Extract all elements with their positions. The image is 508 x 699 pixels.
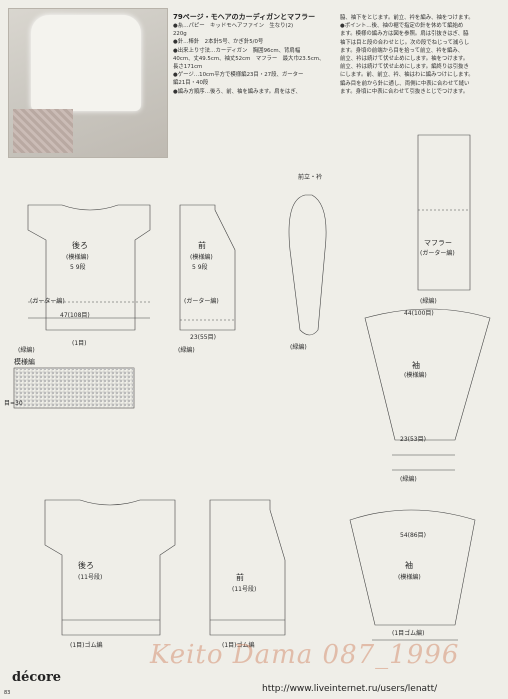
text-line: 220g bbox=[173, 31, 187, 38]
scarf-outline bbox=[417, 134, 471, 291]
text-line: ●ポイント…後、袖の裾で指定の針を休めて編始め bbox=[340, 23, 464, 30]
sleeve-pattern: (模様編) bbox=[404, 372, 427, 379]
bottom-front-title: 前 bbox=[236, 573, 244, 582]
points-text: 脇、袖下をとじます。前立、衿を編み、袖をつけます。 ●ポイント…後、袖の裾で指定の… bbox=[340, 14, 502, 96]
sleeve-top-width: 44(100目) bbox=[404, 310, 434, 317]
front-garter: (ガーター編) bbox=[184, 298, 219, 305]
text-line: 前立、衿は続けて伏せ止めにします。編終りは引抜き bbox=[340, 64, 469, 71]
back-garter: (ガーター編) bbox=[30, 298, 65, 305]
text-line: 袖下は目と段の合わせとじ。次の段でねじって減らし bbox=[340, 39, 470, 46]
back-bottom: (1目) bbox=[72, 340, 87, 347]
text-line: にします。前、前立、衿、袖はわに編みつけにします。 bbox=[340, 72, 474, 79]
cardigan-image bbox=[31, 15, 141, 111]
bottom-sleeve-pattern: (模様編) bbox=[398, 574, 421, 581]
scarf-border: (緑編) bbox=[420, 298, 437, 305]
page-number: 83 bbox=[4, 690, 11, 696]
front-border: (緑編) bbox=[178, 347, 195, 354]
text-line: ●編み方順序…後ろ、前、袖を編みます。肩をはぎ、 bbox=[173, 88, 301, 95]
back-outline bbox=[27, 204, 151, 331]
brand-logo: décore bbox=[12, 670, 62, 685]
instructions-right: 脇、袖下をとじます。前立、衿を編み、袖をつけます。 ●ポイント…後、袖の裾で指定の… bbox=[340, 14, 502, 96]
sweater-photo bbox=[8, 8, 168, 158]
scarf-garter: (ガーター編) bbox=[420, 250, 455, 257]
sleeve-outline bbox=[364, 308, 491, 441]
text-line: ます。身頃の前端から目を拾って前立、衿を編み、 bbox=[340, 47, 464, 54]
bottom-sleeve-outline bbox=[349, 509, 476, 626]
text-line: 前立、衿は続けて伏せ止めにします。袖をつけます。 bbox=[340, 56, 469, 63]
text-line: 編21目・40段 bbox=[173, 80, 209, 87]
text-line: ます。身頃に中表に合わせて引抜きとじでつけます。 bbox=[340, 88, 469, 95]
bottom-sleeve-width: 54(86目) bbox=[400, 532, 426, 539]
bottom-sleeve-title: 袖 bbox=[405, 561, 413, 570]
scarf-title: マフラー bbox=[424, 239, 452, 247]
sleeve-cuff: 23(53目) bbox=[400, 436, 426, 443]
front-band-outline bbox=[288, 194, 327, 336]
instructions-left: 79ページ・モヘアのカーディガンとマフラー ●糸…パピー キッドモヘアファイン … bbox=[173, 12, 343, 96]
front-outline bbox=[179, 204, 236, 331]
sleeve-title: 袖 bbox=[412, 361, 420, 370]
bottom-back-title: 後ろ bbox=[78, 561, 94, 570]
materials-text: ●糸…パピー キッドモヘアファイン 生なり(2) 220g●針…棒針 2本針5号、… bbox=[173, 22, 343, 96]
watermark: Keito Dama 087_1996 bbox=[150, 640, 460, 670]
pattern-chart-note: 目=30 bbox=[4, 400, 23, 407]
text-line: ●ゲージ…10cm平方で模様編23目・27段、ガーター bbox=[173, 72, 304, 79]
yarn-swatch-image bbox=[13, 109, 73, 153]
front-band-title: 前立・衿 bbox=[298, 174, 323, 181]
front-band-border: (緑編) bbox=[290, 344, 307, 351]
bottom-front-outline bbox=[209, 499, 286, 636]
front-rows: 5 9段 bbox=[192, 264, 208, 271]
pattern-title: 79ページ・モヘアのカーディガンとマフラー bbox=[173, 13, 316, 21]
front-width: 23(55目) bbox=[190, 334, 216, 341]
bottom-front-width: (1目)ゴム編 bbox=[222, 642, 255, 649]
bottom-front-pattern: (11号段) bbox=[232, 586, 257, 593]
text-line: ます。模様の編み方は図を参照。肩は引抜きはぎ、脇 bbox=[340, 31, 469, 38]
bottom-back-outline bbox=[44, 499, 176, 636]
text-line: 長さ171cm bbox=[173, 64, 203, 71]
text-line: 脇、袖下をとじます。前立、衿を編み、袖をつけます。 bbox=[340, 15, 474, 21]
pattern-chart-title: 模様編 bbox=[14, 358, 35, 366]
bottom-sleeve-cuff: (1目ゴム編) bbox=[392, 630, 425, 637]
sleeve-border: (緑編) bbox=[400, 476, 417, 483]
front-pattern: (模様編) bbox=[190, 254, 213, 261]
back-rows: 5 9段 bbox=[70, 264, 86, 271]
bottom-back-width: (1目)ゴム編 bbox=[70, 642, 103, 649]
text-line: 40cm、丈49.5cm、袖丈52cm マフラー 最大巾23.5cm、 bbox=[173, 55, 325, 62]
text-line: 編み目を前から針に通し、両側に中表に合わせて縫い bbox=[340, 80, 470, 87]
text-line: ●針…棒針 2本針5号、かぎ針5/0号 bbox=[173, 39, 264, 46]
text-line: ●糸…パピー キッドモヘアファイン 生なり(2) bbox=[173, 23, 294, 29]
back-pattern: (模様編) bbox=[66, 254, 89, 261]
back-title: 後ろ bbox=[72, 241, 88, 250]
back-border: (緑編) bbox=[18, 347, 35, 354]
source-url: http://www.liveinternet.ru/users/lenatt/ bbox=[262, 684, 438, 694]
bottom-back-pattern: (11号段) bbox=[78, 574, 103, 581]
front-title: 前 bbox=[198, 241, 206, 250]
pattern-chart-cells bbox=[14, 368, 134, 408]
back-width: 47(108目) bbox=[60, 312, 90, 319]
text-line: ●出来上り寸法…カーディガン 胸囲96cm、背肩幅 bbox=[173, 47, 301, 54]
